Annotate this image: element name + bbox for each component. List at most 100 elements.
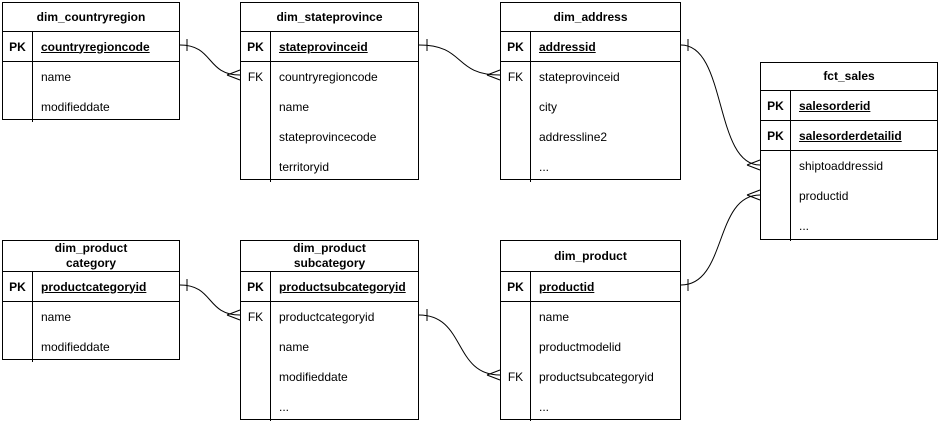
field-name: productid: [539, 279, 595, 294]
field-name: addressline2: [539, 130, 608, 144]
field-row: territoryid: [241, 152, 418, 182]
field-name: name: [41, 70, 72, 84]
field-name: name: [539, 310, 570, 324]
key-cell: FK: [241, 302, 271, 332]
field-row: PK salesorderid: [761, 91, 937, 121]
field-row: name: [501, 302, 680, 332]
key-cell: [3, 332, 33, 362]
edge-productsubcategory-to-product[interactable]: [418, 309, 501, 381]
field-name: productsubcategoryid: [539, 370, 654, 384]
key-cell: [761, 211, 791, 241]
key-cell: PK: [761, 121, 791, 150]
entity-title: dim_product category: [3, 241, 179, 272]
many-cardinality-crowfoot: [746, 159, 761, 171]
field-name: stateprovinceid: [279, 39, 368, 54]
key-cell: [3, 302, 33, 332]
field-row: ...: [501, 152, 680, 182]
field-name: modifieddate: [279, 370, 348, 384]
field-name: productmodelid: [539, 340, 622, 354]
field-name: addressid: [539, 39, 596, 54]
field-row: PK addressid: [501, 32, 680, 62]
field-row: stateprovincecode: [241, 122, 418, 152]
field-row: name: [241, 92, 418, 122]
key-cell: PK: [761, 91, 791, 120]
entity-title: dim_address: [501, 3, 680, 32]
key-cell: FK: [501, 362, 531, 392]
field-name: salesorderdetailid: [799, 128, 902, 143]
entity-title: dim_stateprovince: [241, 3, 418, 32]
many-cardinality-crowfoot: [226, 69, 241, 81]
entity-fct-sales[interactable]: fct_sales PK salesorderid PK salesorderd…: [760, 62, 938, 241]
key-cell: PK: [501, 272, 531, 301]
many-cardinality-crowfoot: [486, 369, 501, 381]
edge-stateprovince-to-address[interactable]: [418, 39, 501, 81]
field-name: name: [279, 100, 310, 114]
field-name: productcategoryid: [279, 310, 375, 324]
key-cell: [501, 392, 531, 421]
many-cardinality-crowfoot: [486, 69, 501, 81]
field-row: FK stateprovinceid: [501, 62, 680, 92]
field-row: PK salesorderdetailid: [761, 121, 937, 151]
field-name: salesorderid: [799, 98, 871, 113]
field-name: city: [539, 100, 557, 114]
edge-line: [179, 284, 241, 316]
key-cell: PK: [241, 272, 271, 301]
field-name: name: [41, 310, 72, 324]
entity-dim-stateprovince[interactable]: dim_stateprovince PK stateprovinceid FK …: [240, 2, 419, 182]
field-row: modifieddate: [3, 92, 179, 122]
edge-line: [179, 44, 241, 76]
entity-dim-countryregion[interactable]: dim_countryregion PK countryregioncode n…: [2, 2, 180, 122]
field-row: productid: [761, 181, 937, 211]
entity-dim-product-category[interactable]: dim_product category PK productcategoryi…: [2, 240, 180, 362]
edge-countryregion-to-stateprovince[interactable]: [179, 39, 241, 81]
key-cell: FK: [501, 62, 531, 92]
field-name: modifieddate: [41, 340, 110, 354]
field-row: FK countryregioncode: [241, 62, 418, 92]
field-row: PK stateprovinceid: [241, 32, 418, 62]
field-name: countryregioncode: [41, 39, 150, 54]
key-cell: [3, 92, 33, 122]
field-row: shiptoaddressid: [761, 151, 937, 181]
key-cell: [241, 392, 271, 421]
key-cell: [501, 302, 531, 332]
field-name: countryregioncode: [279, 70, 378, 84]
edge-line: [418, 44, 501, 76]
field-row: addressline2: [501, 122, 680, 152]
key-cell: [241, 122, 271, 152]
field-row: FK productsubcategoryid: [501, 362, 680, 392]
key-cell: PK: [241, 32, 271, 61]
key-cell: [3, 62, 33, 92]
key-cell: [761, 151, 791, 181]
entity-dim-product[interactable]: dim_product PK productid name productmod…: [500, 240, 681, 421]
field-row: ...: [761, 211, 937, 241]
field-row: PK productcategoryid: [3, 272, 179, 302]
entity-title: dim_product subcategory: [241, 241, 418, 272]
field-name: ...: [799, 219, 810, 233]
field-name: productsubcategoryid: [279, 279, 406, 294]
entity-dim-address[interactable]: dim_address PK addressid FK stateprovinc…: [500, 2, 681, 182]
field-row: productmodelid: [501, 332, 680, 362]
key-cell: [241, 332, 271, 362]
key-cell: [501, 92, 531, 122]
key-cell: [241, 152, 271, 182]
field-row: name: [241, 332, 418, 362]
field-name: ...: [279, 400, 290, 414]
edge-productcategory-to-productsubcategory[interactable]: [179, 279, 241, 321]
key-cell: PK: [3, 272, 33, 301]
entity-dim-product-subcategory[interactable]: dim_product subcategory PK productsubcat…: [240, 240, 419, 421]
many-cardinality-crowfoot: [746, 189, 761, 201]
edge-line: [680, 194, 761, 286]
key-cell: [501, 332, 531, 362]
key-cell: [241, 92, 271, 122]
key-cell: [761, 181, 791, 211]
field-name: stateprovincecode: [279, 130, 377, 144]
field-name: modifieddate: [41, 100, 110, 114]
edge-product-to-fctsales[interactable]: [680, 189, 761, 291]
field-row: PK countryregioncode: [3, 32, 179, 62]
edge-line: [680, 44, 761, 166]
field-name: territoryid: [279, 160, 330, 174]
key-cell: [501, 122, 531, 152]
field-name: productcategoryid: [41, 279, 147, 294]
edge-address-to-fctsales[interactable]: [680, 39, 761, 171]
